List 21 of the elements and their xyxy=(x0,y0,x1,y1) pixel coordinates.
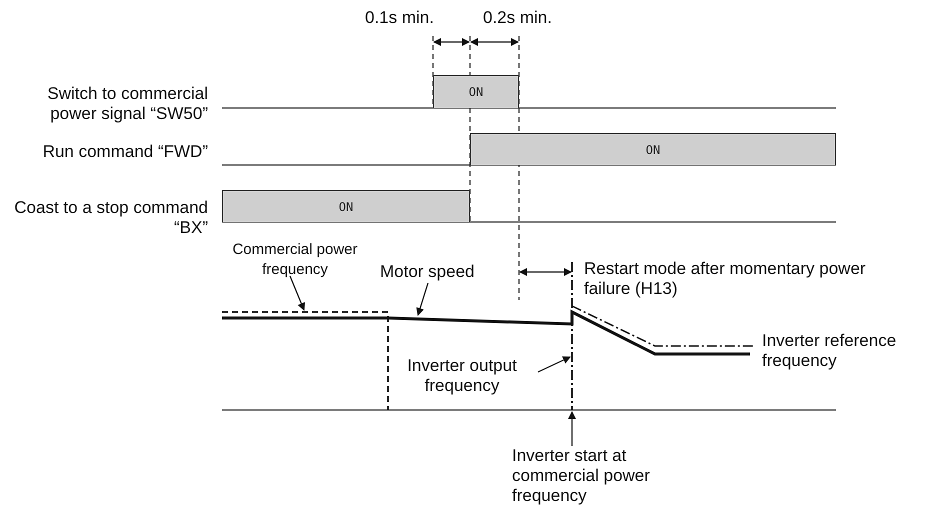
motor-speed-curve xyxy=(222,310,750,356)
callout-label: Commercial power frequency xyxy=(215,240,375,280)
annotation-text: Restart mode after momentary power failure (H13) xyxy=(584,259,867,299)
annotation-text: Inverter reference frequency xyxy=(762,331,898,371)
leader-line xyxy=(416,282,429,316)
callout-label: Inverter start at commercial power frequency xyxy=(512,446,702,506)
dimension-label: 0.1s min. xyxy=(365,8,435,28)
leader-line xyxy=(289,276,306,311)
leader-line xyxy=(538,356,571,373)
leader-line xyxy=(568,411,576,446)
signal-label: Run command “FWD” xyxy=(42,142,208,162)
on-pulse: ON xyxy=(433,75,519,108)
signal-label: Switch to commercial power signal “SW50” xyxy=(46,84,208,124)
callout-label: Motor speed xyxy=(380,262,500,282)
on-pulse: ON xyxy=(470,133,836,165)
on-pulse: ON xyxy=(222,190,470,222)
dimension-label: 0.2s min. xyxy=(483,8,553,28)
commercial-frequency-curve xyxy=(222,311,389,410)
signal-label: Coast to a stop command “BX” xyxy=(13,198,208,238)
inverter-output-line xyxy=(571,262,573,410)
callout-label: Inverter output frequency xyxy=(392,356,532,396)
